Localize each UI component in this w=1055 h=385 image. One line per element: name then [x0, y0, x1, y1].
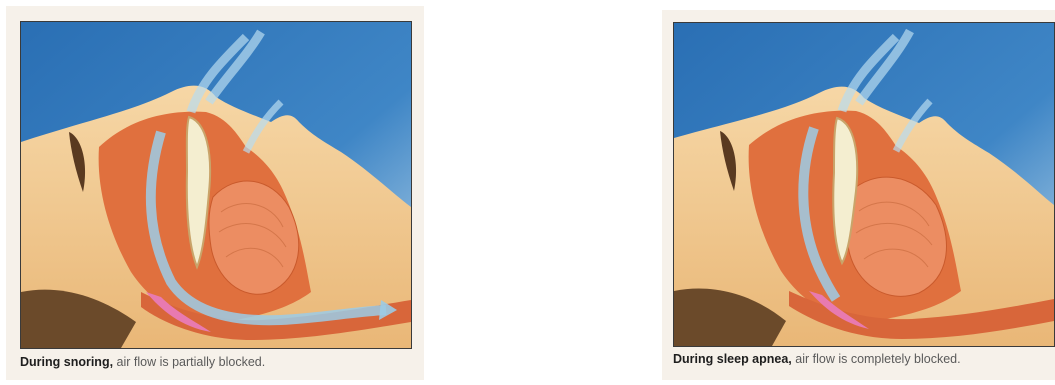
sleep-apnea-airway-graphic [674, 23, 1054, 346]
snoring-caption-bold: During snoring, [20, 355, 113, 369]
snoring-figure: During snoring, air flow is partially bl… [6, 6, 424, 380]
snoring-caption-text: air flow is partially blocked. [113, 355, 265, 369]
sleep-apnea-caption: During sleep apnea, air flow is complete… [673, 352, 961, 366]
snoring-caption: During snoring, air flow is partially bl… [20, 355, 265, 369]
sleep-apnea-figure: During sleep apnea, air flow is complete… [662, 10, 1055, 380]
sleep-apnea-caption-bold: During sleep apnea, [673, 352, 792, 366]
snoring-airway-graphic [21, 22, 411, 348]
sleep-apnea-caption-text: air flow is completely blocked. [792, 352, 961, 366]
sleep-apnea-airway-illustration [673, 22, 1055, 347]
snoring-airway-illustration [20, 21, 412, 349]
